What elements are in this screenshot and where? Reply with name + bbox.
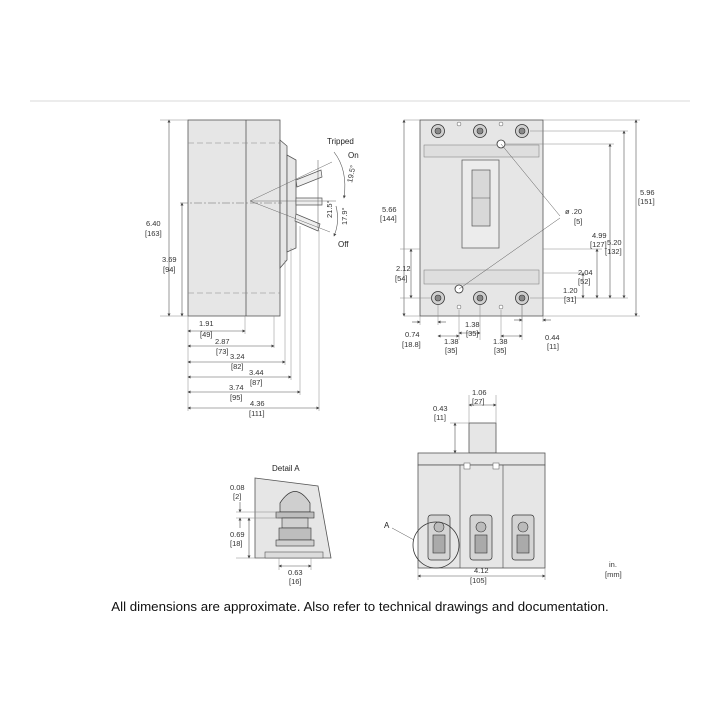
label-a: A [384, 521, 390, 530]
dim-2-12-mm: [54] [395, 274, 408, 283]
dim-1-38-mid-mm: [35] [466, 329, 479, 338]
bottom-terminal-lugs [427, 514, 535, 561]
dim-1-06: 1.06 [472, 388, 487, 397]
dim-0-74-mm: [18.8] [402, 340, 421, 349]
dim-3-44: 3.44 [249, 368, 264, 377]
dim-0-43: 0.43 [433, 404, 448, 413]
dim-hole-mm: [5] [574, 217, 582, 226]
dim-1-38-left: 1.38 [444, 337, 459, 346]
dim-5-20-mm: [132] [605, 247, 622, 256]
detail-a-title: Detail A [272, 464, 300, 473]
dim-0-44: 0.44 [545, 333, 560, 342]
label-on: On [348, 151, 359, 160]
dim-1-91: 1.91 [199, 319, 214, 328]
dim-1-20: 1.20 [563, 286, 578, 295]
dim-3-74-mm: [95] [230, 393, 243, 402]
dim-5-96-mm: [151] [638, 197, 655, 206]
dim-5-20: 5.20 [607, 238, 622, 247]
dim-0-63: 0.63 [288, 568, 303, 577]
dim-1-06-mm: [27] [472, 397, 485, 406]
caption: All dimensions are approximate. Also ref… [111, 599, 609, 614]
label-tripped: Tripped [327, 137, 354, 146]
dim-0-43-mm: [11] [434, 413, 446, 422]
dim-2-87-mm: [73] [216, 347, 229, 356]
handle-positions [249, 151, 346, 237]
dim-0-44-mm: [11] [547, 342, 559, 351]
dim-3-24: 3.24 [230, 352, 245, 361]
dim-1-91-mm: [49] [200, 330, 213, 339]
angle-19-5: 19.5° [345, 164, 357, 183]
side-view: Tripped On Off 19.5° 21.5° 17.9° 6.40 [1… [145, 119, 359, 418]
dim-3-69: 3.69 [162, 255, 177, 264]
dim-4-36: 4.36 [250, 399, 265, 408]
dim-0-08: 0.08 [230, 483, 245, 492]
dim-0-08-mm: [2] [233, 492, 241, 501]
dim-4-12: 4.12 [474, 566, 489, 575]
side-body [187, 119, 281, 317]
dim-1-38-right: 1.38 [493, 337, 508, 346]
dim-0-74: 0.74 [405, 330, 420, 339]
detail-a: Detail A 0.08 [2] 0.69 [18] 0.63 [16] [230, 464, 332, 586]
dim-3-24-mm: [82] [231, 362, 244, 371]
dim-1-38-mid: 1.38 [465, 320, 480, 329]
units-in: in. [609, 560, 617, 569]
angle-21-5: 21.5° [325, 200, 334, 218]
units-mm: [mm] [605, 570, 622, 579]
label-off: Off [338, 240, 349, 249]
dim-4-99-mm: [127] [590, 240, 607, 249]
dim-4-36-mm: [111] [249, 409, 265, 418]
angle-17-9: 17.9° [340, 207, 349, 225]
dim-4-99: 4.99 [592, 231, 607, 240]
bottom-terminals [431, 291, 529, 310]
dim-2-87: 2.87 [215, 337, 230, 346]
bottom-handle [468, 422, 497, 454]
dim-1-38-right-mm: [35] [494, 346, 507, 355]
dim-0-69-mm: [18] [230, 539, 243, 548]
dim-hole: ø .20 [565, 207, 582, 216]
dim-5-66-mm: [144] [380, 214, 397, 223]
dim-2-04: 2.04 [578, 268, 593, 277]
dim-1-38-left-mm: [35] [445, 346, 458, 355]
dim-3-44-mm: [87] [250, 378, 263, 387]
top-terminals [431, 121, 529, 138]
dim-0-69: 0.69 [230, 530, 245, 539]
dim-5-66: 5.66 [382, 205, 397, 214]
dim-3-69-mm: [94] [163, 265, 176, 274]
front-view: ø .20 [5] 5.66 [144] 2.12 [54] 0.74 [18.… [380, 119, 655, 355]
bottom-view: A 1.06 [27] 0.43 [11] 4.12 [105] [384, 388, 546, 585]
dim-4-12-mm: [105] [470, 576, 487, 585]
dim-2-04-mm: [52] [578, 277, 591, 286]
dim-2-12: 2.12 [396, 264, 411, 273]
dim-0-63-mm: [16] [289, 577, 302, 586]
dim-5-96: 5.96 [640, 188, 655, 197]
dim-6-40: 6.40 [146, 219, 161, 228]
dim-6-40-mm: [163] [145, 229, 162, 238]
detail-a-circle [412, 521, 460, 569]
dim-3-74: 3.74 [229, 383, 244, 392]
dim-1-20-mm: [31] [564, 295, 577, 304]
